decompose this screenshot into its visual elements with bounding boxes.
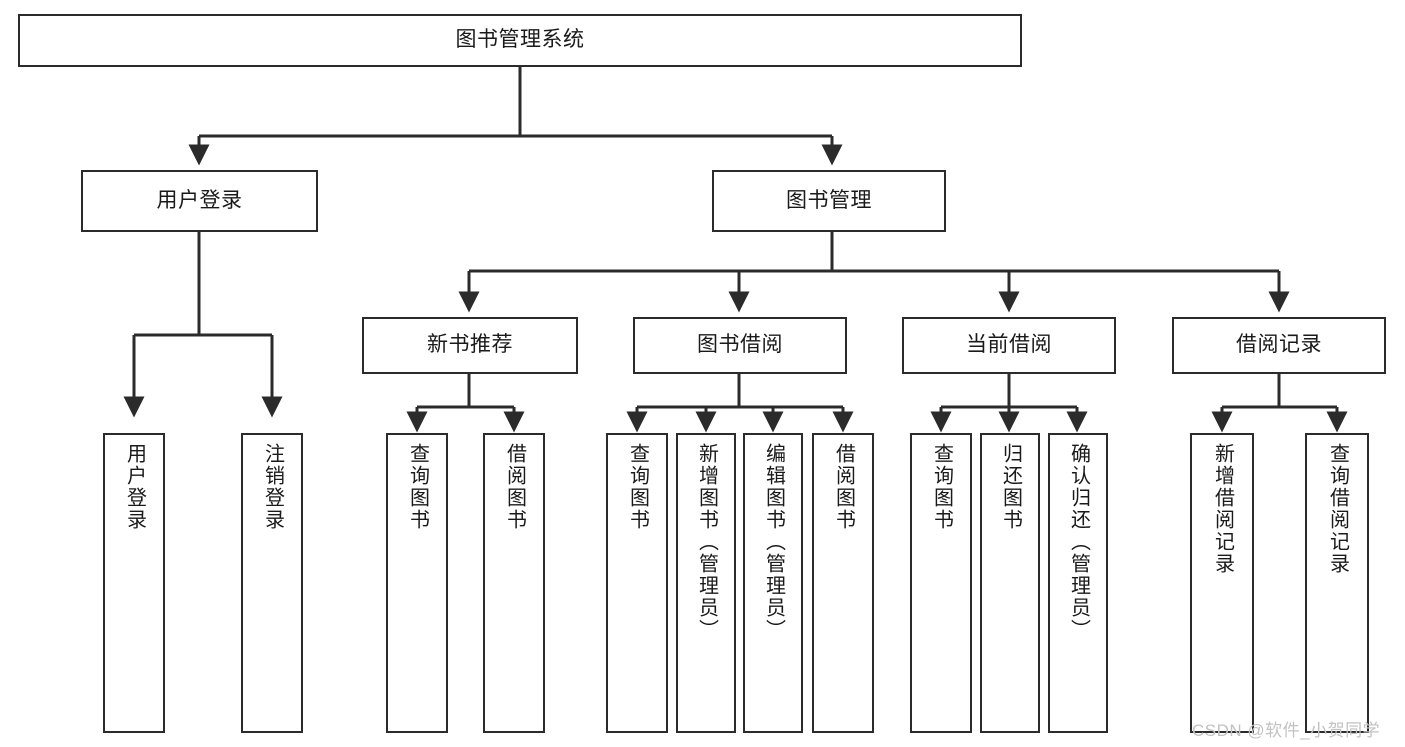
node-book-borrow-label: 图书借阅: [697, 333, 783, 357]
csdn-watermark: CSDN @软件_小贺同学: [1192, 721, 1381, 740]
node-leaf-query-book-2[interactable]: 查询图书: [606, 433, 668, 733]
node-root-label: 图书管理系统: [455, 28, 585, 52]
node-leaf-borrow-book-2-label: 借阅图书: [832, 443, 855, 531]
node-borrow-record[interactable]: 借阅记录: [1172, 317, 1386, 374]
node-leaf-add-record[interactable]: 新增借阅记录: [1190, 433, 1254, 733]
node-leaf-user-login[interactable]: 用户登录: [103, 433, 165, 733]
node-leaf-user-logout-label: 注销登录: [261, 443, 284, 531]
node-leaf-query-book-2-label: 查询图书: [626, 443, 649, 531]
node-user-login-label: 用户登录: [156, 188, 243, 212]
node-book-manage[interactable]: 图书管理: [712, 170, 946, 232]
node-leaf-borrow-book-1[interactable]: 借阅图书: [483, 433, 545, 733]
node-current-borrow[interactable]: 当前借阅: [902, 317, 1116, 374]
node-leaf-add-book[interactable]: 新增图书（管理员）: [676, 433, 736, 733]
node-leaf-edit-book[interactable]: 编辑图书（管理员）: [743, 433, 803, 733]
node-leaf-return-book[interactable]: 归还图书: [980, 433, 1040, 733]
node-leaf-edit-book-label: 编辑图书（管理员）: [762, 443, 785, 641]
node-leaf-user-login-label: 用户登录: [123, 443, 146, 531]
node-user-login[interactable]: 用户登录: [81, 170, 318, 232]
node-leaf-user-logout[interactable]: 注销登录: [241, 433, 303, 733]
node-leaf-borrow-book-2[interactable]: 借阅图书: [812, 433, 874, 733]
node-leaf-add-book-label: 新增图书（管理员）: [695, 443, 718, 641]
node-current-borrow-label: 当前借阅: [966, 333, 1052, 357]
node-leaf-query-book-1-label: 查询图书: [406, 443, 429, 531]
node-leaf-query-book-3[interactable]: 查询图书: [910, 433, 972, 733]
node-leaf-query-record-label: 查询借阅记录: [1326, 443, 1349, 575]
node-book-manage-label: 图书管理: [786, 188, 872, 212]
node-new-book-rec[interactable]: 新书推荐: [362, 317, 578, 374]
node-leaf-confirm-return[interactable]: 确认归还（管理员）: [1048, 433, 1108, 733]
node-leaf-add-record-label: 新增借阅记录: [1211, 443, 1234, 575]
node-book-borrow[interactable]: 图书借阅: [633, 317, 847, 374]
node-leaf-query-record[interactable]: 查询借阅记录: [1305, 433, 1369, 733]
node-new-book-rec-label: 新书推荐: [427, 333, 513, 357]
node-leaf-query-book-3-label: 查询图书: [930, 443, 953, 531]
node-leaf-confirm-return-label: 确认归还（管理员）: [1067, 443, 1090, 641]
node-leaf-borrow-book-1-label: 借阅图书: [503, 443, 526, 531]
node-borrow-record-label: 借阅记录: [1236, 333, 1322, 357]
node-leaf-query-book-1[interactable]: 查询图书: [386, 433, 448, 733]
node-leaf-return-book-label: 归还图书: [999, 443, 1022, 531]
node-root[interactable]: 图书管理系统: [18, 14, 1022, 67]
